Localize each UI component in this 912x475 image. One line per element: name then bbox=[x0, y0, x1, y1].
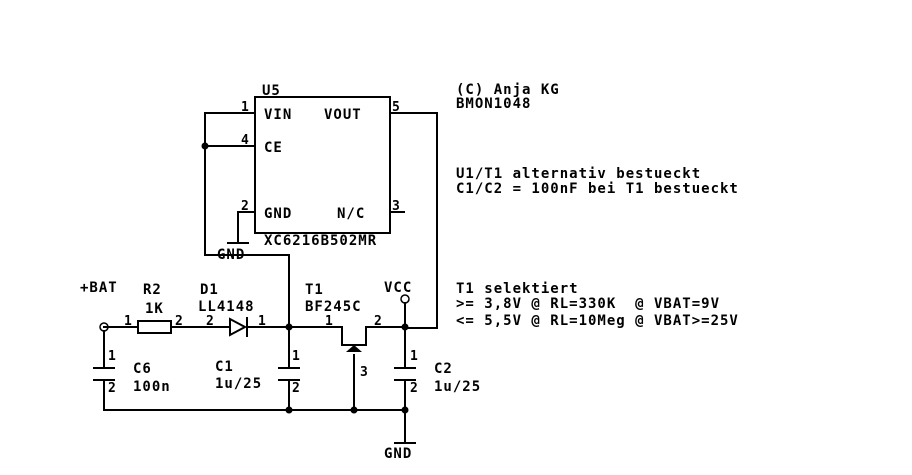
t1-pin-3: 3 bbox=[360, 365, 368, 380]
note-alternative: U1/T1 alternativ bestueckt bbox=[456, 166, 701, 182]
u5-ref: U5 bbox=[262, 83, 281, 99]
note-spec-high: <= 5,5V @ RL=10Meg @ VBAT>=25V bbox=[456, 313, 739, 329]
r2-body bbox=[137, 320, 172, 334]
c1-pin-2: 2 bbox=[292, 381, 300, 396]
t1-jfet: T1 BF245C 1 2 3 bbox=[305, 282, 382, 380]
junction-ce bbox=[201, 142, 209, 150]
junction-gnd-t1 bbox=[350, 406, 358, 414]
net-gnd-bottom: GND bbox=[384, 446, 412, 462]
d1-pin-1: 1 bbox=[258, 314, 266, 329]
junction-gnd-c1 bbox=[285, 406, 293, 414]
u5-pin-3-number: 3 bbox=[392, 199, 400, 214]
net-vcc: VCC bbox=[384, 280, 412, 296]
r2-value: 1K bbox=[145, 301, 164, 317]
c6-pin-1: 1 bbox=[108, 349, 116, 364]
c6-capacitor: 1 2 C6 100n bbox=[93, 349, 171, 396]
u5-pin-vin-label: VIN bbox=[264, 107, 292, 123]
c2-pin-2: 2 bbox=[410, 381, 418, 396]
u5-pin-1-number: 1 bbox=[241, 100, 249, 115]
c1-pin-1: 1 bbox=[292, 349, 300, 364]
u5-gnd-wire bbox=[237, 211, 256, 244]
junction-vcc bbox=[401, 323, 409, 331]
c1-capacitor: 1 2 C1 1u/25 bbox=[215, 349, 300, 396]
c2-pin-1: 1 bbox=[410, 349, 418, 364]
t1-part: BF245C bbox=[305, 299, 362, 315]
r2-pin-1: 1 bbox=[124, 314, 132, 329]
junction-gnd-c2 bbox=[401, 406, 409, 414]
net-labels: +BAT VCC GND GND bbox=[80, 247, 412, 462]
u5-pin-ce-label: CE bbox=[264, 140, 283, 156]
r2-ref: R2 bbox=[143, 282, 162, 298]
u5-pin-vout-label: VOUT bbox=[324, 107, 362, 123]
c2-ref: C2 bbox=[434, 361, 453, 377]
c2-value: 1u/25 bbox=[434, 379, 481, 395]
bat-terminal bbox=[99, 322, 109, 332]
c6-pin-2: 2 bbox=[108, 381, 116, 396]
c6-ref: C6 bbox=[133, 361, 152, 377]
u5-regulator: U5 VIN VOUT CE GND N/C XC6216B502MR 1 4 … bbox=[241, 83, 400, 249]
t1-gate-arrow bbox=[346, 345, 362, 352]
c1-ref: C1 bbox=[215, 359, 234, 375]
vin-wire bbox=[204, 112, 290, 326]
r2-resistor: R2 1K 1 2 bbox=[124, 282, 183, 334]
t1-pin-1: 1 bbox=[325, 314, 333, 329]
c1-value: 1u/25 bbox=[215, 376, 262, 392]
c2-capacitor: 1 2 C2 1u/25 bbox=[394, 349, 481, 396]
u5-part: XC6216B502MR bbox=[264, 233, 377, 249]
note-spec-low: >= 3,8V @ RL=330K @ VBAT=9V bbox=[456, 296, 720, 312]
d1-pin-2: 2 bbox=[206, 314, 214, 329]
d1-part: LL4148 bbox=[198, 299, 255, 315]
t1-channel bbox=[334, 326, 374, 346]
d1-triangle bbox=[229, 317, 248, 337]
u5-pin-nc-label: N/C bbox=[337, 206, 365, 222]
u5-pin-4-number: 4 bbox=[241, 133, 249, 148]
u5-pin-2-number: 2 bbox=[241, 199, 249, 214]
note-board-id: BMON1048 bbox=[456, 96, 531, 112]
u5-body bbox=[254, 96, 391, 234]
junctions bbox=[201, 142, 409, 414]
d1-ref: D1 bbox=[200, 282, 219, 298]
note-copyright: (C) Anja KG bbox=[456, 82, 560, 98]
junction-d1-t1 bbox=[285, 323, 293, 331]
u5-pin-gnd-label: GND bbox=[264, 206, 292, 222]
c6-value: 100n bbox=[133, 379, 171, 395]
vout-wire bbox=[389, 112, 438, 329]
vcc-terminal bbox=[400, 294, 410, 304]
note-capacitors: C1/C2 = 100nF bei T1 bestueckt bbox=[456, 181, 739, 197]
r2-pin-2: 2 bbox=[175, 314, 183, 329]
t1-ref: T1 bbox=[305, 282, 324, 298]
t1-pin-2: 2 bbox=[374, 314, 382, 329]
u5-pin-5-number: 5 bbox=[392, 100, 400, 115]
net-bat: +BAT bbox=[80, 280, 118, 296]
d1-diode: D1 LL4148 2 1 bbox=[198, 282, 266, 337]
notes: (C) Anja KG BMON1048 U1/T1 alternativ be… bbox=[456, 82, 739, 329]
net-gnd-top: GND bbox=[217, 247, 245, 263]
note-t1-selected: T1 selektiert bbox=[456, 281, 579, 297]
